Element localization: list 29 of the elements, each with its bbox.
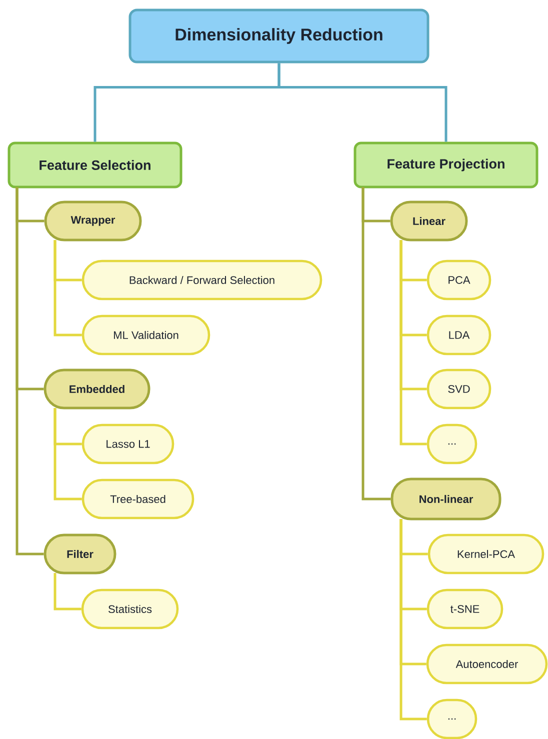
method-pill: Autoencoder [426, 644, 548, 684]
subcategory-pill: Non-linear [390, 478, 502, 520]
connector-line [54, 240, 82, 336]
method-pill: Tree-based [82, 478, 194, 520]
method-pill: ML Validation [82, 314, 210, 356]
method-pill: Backward / Forward Selection [82, 260, 322, 300]
category-box: Feature Projection [354, 142, 538, 188]
connector-line [400, 240, 427, 446]
method-pill: ... [426, 424, 478, 464]
category-box: Feature Selection [8, 142, 182, 188]
method-pill: PCA [426, 260, 492, 300]
connector-line [362, 187, 391, 500]
method-pill: LDA [426, 314, 492, 356]
method-pill: ... [426, 698, 478, 739]
connector-line [54, 573, 82, 610]
subcategory-pill: Linear [390, 200, 468, 242]
subcategory-pill: Wrapper [44, 200, 142, 242]
method-pill: Lasso L1 [82, 424, 174, 464]
connector-line [278, 63, 448, 142]
method-pill: SVD [426, 368, 492, 410]
method-pill: Statistics [81, 588, 179, 630]
subcategory-pill: Filter [44, 534, 116, 574]
connector-line [400, 519, 427, 720]
title-box: Dimensionality Reduction [128, 8, 430, 64]
method-pill: Kernel-PCA [428, 534, 544, 574]
subcategory-pill: Embedded [44, 368, 150, 410]
method-pill: t-SNE [426, 588, 504, 630]
connector-line [16, 187, 44, 556]
connector-line [54, 408, 82, 500]
